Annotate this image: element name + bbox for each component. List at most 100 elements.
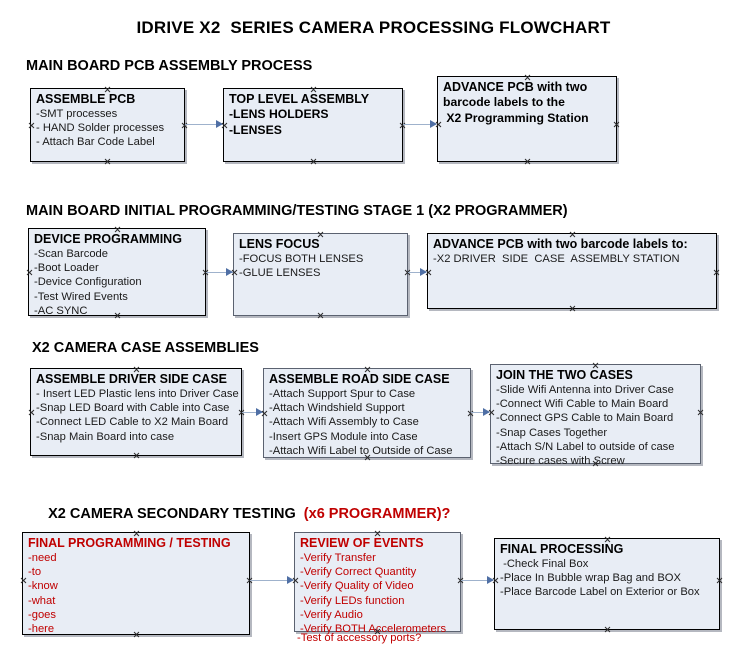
- node-line: -goes: [28, 608, 56, 621]
- node-line: -Verify LEDs function: [300, 594, 405, 607]
- node-line: X2 Programming Station: [443, 110, 589, 125]
- node-line: -Attach S/N Label to outside of case: [496, 440, 675, 453]
- node-line: -Connect Wifi Cable to Main Board: [496, 398, 669, 411]
- node-line: - Attach Bar Code Label: [36, 136, 155, 149]
- node-review-of-events[interactable]: REVIEW OF EVENTS -Verify Transfer -Verif…: [294, 532, 461, 635]
- node-line: -LENS HOLDERS: [229, 107, 329, 121]
- connection-point-left-icon: [26, 269, 33, 276]
- node-line: - HAND Solder processes: [36, 122, 165, 135]
- connection-point-left-icon: [28, 122, 35, 129]
- section-heading-x2-camera-secondary-testing: X2 CAMERA SECONDARY TESTING (x6 PROGRAMM…: [32, 490, 450, 538]
- connection-point-right-icon: [716, 577, 723, 584]
- node-title: FINAL PROGRAMMING / TESTING: [28, 536, 231, 550]
- node-line: -X2 DRIVER SIDE CASE ASSEMBLY STATION: [433, 253, 680, 265]
- node-line: -Attach Windshield Support: [269, 402, 405, 415]
- section-heading-main-board-pcb-assembly: MAIN BOARD PCB ASSEMBLY PROCESS: [26, 58, 313, 74]
- connection-point-right-icon: [713, 269, 720, 276]
- node-line: -AC SYNC: [34, 304, 88, 317]
- connector-arrow: [461, 580, 493, 581]
- node-line: -Verify Correct Quantity: [300, 566, 417, 579]
- node-device-programming[interactable]: DEVICE PROGRAMMING -Scan Barcode -Boot L…: [26, 228, 206, 317]
- node-top-level-assembly[interactable]: TOP LEVEL ASSEMBLY -LENS HOLDERS -LENSES: [223, 88, 403, 162]
- node-line: -Verify Quality of Video: [300, 580, 414, 593]
- arrowhead-icon: [420, 268, 427, 276]
- connection-point-bottom-icon: [569, 305, 576, 312]
- node-line: -Check Final Box: [500, 558, 589, 570]
- node-line: -Snap Cases Together: [496, 426, 608, 439]
- arrowhead-icon: [483, 408, 490, 416]
- arrowhead-icon: [256, 408, 263, 416]
- node-line: -Insert GPS Module into Case: [269, 430, 418, 443]
- section-heading-text: X2 CAMERA SECONDARY TESTING: [48, 506, 304, 522]
- node-assemble-pcb[interactable]: ASSEMBLE PCB -SMT processes - HAND Solde…: [30, 88, 185, 162]
- node-advance-pcb-to-x2-programming-station[interactable]: ADVANCE PCB with two barcode labels to t…: [437, 76, 617, 162]
- section-heading-accent: (x6 PROGRAMMER)?: [303, 506, 451, 522]
- arrowhead-icon: [216, 120, 223, 128]
- node-title: ASSEMBLE ROAD SIDE CASE: [269, 372, 450, 386]
- connector-arrow: [408, 272, 426, 273]
- node-final-processing[interactable]: FINAL PROCESSING -Check Final Box -Place…: [494, 538, 720, 630]
- node-line: -GLUE LENSES: [239, 267, 321, 280]
- node-line: - Insert LED Plastic lens into Driver Ca…: [36, 388, 239, 400]
- arrowhead-icon: [487, 576, 494, 584]
- connection-point-bottom-icon: [317, 312, 324, 319]
- node-line: -Connect LED Cable to X2 Main Board: [36, 416, 229, 429]
- node-line: -Device Configuration: [34, 276, 142, 289]
- node-title: LENS FOCUS: [239, 237, 320, 251]
- connection-point-bottom-icon: [524, 158, 531, 165]
- node-title: FINAL PROCESSING: [500, 542, 624, 556]
- node-line: -LENSES: [229, 122, 282, 137]
- connector-arrow: [206, 272, 233, 273]
- node-final-programming-testing[interactable]: FINAL PROGRAMMING / TESTING -need -to -k…: [22, 532, 250, 635]
- section-heading-x2-camera-case-assemblies: X2 CAMERA CASE ASSEMBLIES: [32, 340, 259, 356]
- node-line: -Place Barcode Label on Exterior or Box: [500, 586, 700, 599]
- connection-point-left-icon: [20, 577, 27, 584]
- node-title: TOP LEVEL ASSEMBLY: [229, 92, 370, 106]
- connection-point-bottom-icon: [104, 158, 111, 165]
- node-title: DEVICE PROGRAMMING: [34, 232, 182, 246]
- node-line: -Attach Support Spur to Case: [269, 388, 416, 400]
- node-line: -Scan Barcode: [34, 248, 109, 260]
- node-line: -know: [28, 580, 58, 593]
- node-line: -Attach Wifi Assembly to Case: [269, 416, 419, 429]
- connector-arrow: [250, 580, 293, 581]
- node-title: ASSEMBLE DRIVER SIDE CASE: [36, 372, 228, 386]
- node-line: -Verify Transfer: [300, 552, 376, 564]
- section-heading-main-board-initial-programming: MAIN BOARD INITIAL PROGRAMMING/TESTING S…: [26, 203, 568, 219]
- node-line: barcode labels to the: [443, 95, 565, 109]
- node-advance-pcb-to-driver-side-case[interactable]: ADVANCE PCB with two barcode labels to: …: [427, 233, 717, 309]
- node-line: -FOCUS BOTH LENSES: [239, 253, 364, 265]
- node-line: -Attach Wifi Label to Outside of Case: [269, 444, 453, 457]
- arrowhead-icon: [430, 120, 437, 128]
- node-line: -Verify BOTH Accelerometers: [300, 623, 447, 636]
- connection-point-right-icon: [697, 409, 704, 416]
- node-line: -Slide Wifi Antenna into Driver Case: [496, 384, 674, 396]
- page-title: IDRIVE X2 SERIES CAMERA PROCESSING FLOWC…: [136, 18, 611, 37]
- connection-point-left-icon: [28, 409, 35, 416]
- connector-arrow: [403, 124, 436, 125]
- node-join-the-two-cases[interactable]: JOIN THE TWO CASES -Slide Wifi Antenna i…: [490, 364, 704, 467]
- node-line: -Verify Audio: [300, 608, 363, 621]
- node-line: -Connect GPS Cable to Main Board: [496, 412, 674, 425]
- connector-arrow: [185, 124, 223, 125]
- node-line: -Test Wired Events: [34, 290, 128, 303]
- node-line: -what: [28, 594, 56, 607]
- node-title: JOIN THE TWO CASES: [496, 368, 633, 382]
- node-line: -need: [28, 552, 57, 564]
- connection-point-right-icon: [181, 122, 188, 129]
- node-title: ASSEMBLE PCB: [36, 92, 136, 106]
- node-line: -here: [28, 623, 55, 636]
- connector-arrow: [471, 412, 489, 413]
- node-line: -Secure cases with Screw: [496, 455, 625, 468]
- node-assemble-road-side-case[interactable]: ASSEMBLE ROAD SIDE CASE -Attach Support …: [263, 368, 471, 458]
- node-line: -Snap LED Board with Cable into Case: [36, 402, 230, 415]
- node-line: -Boot Loader: [34, 262, 99, 275]
- arrowhead-icon: [226, 268, 233, 276]
- node-line: -to: [28, 566, 42, 579]
- node-lens-focus[interactable]: LENS FOCUS -FOCUS BOTH LENSES -GLUE LENS…: [233, 233, 408, 316]
- connection-point-right-icon: [467, 410, 474, 417]
- node-assemble-driver-side-case[interactable]: ASSEMBLE DRIVER SIDE CASE - Insert LED P…: [30, 368, 242, 456]
- connection-point-bottom-icon: [133, 452, 140, 459]
- connection-point-bottom-icon: [604, 626, 611, 633]
